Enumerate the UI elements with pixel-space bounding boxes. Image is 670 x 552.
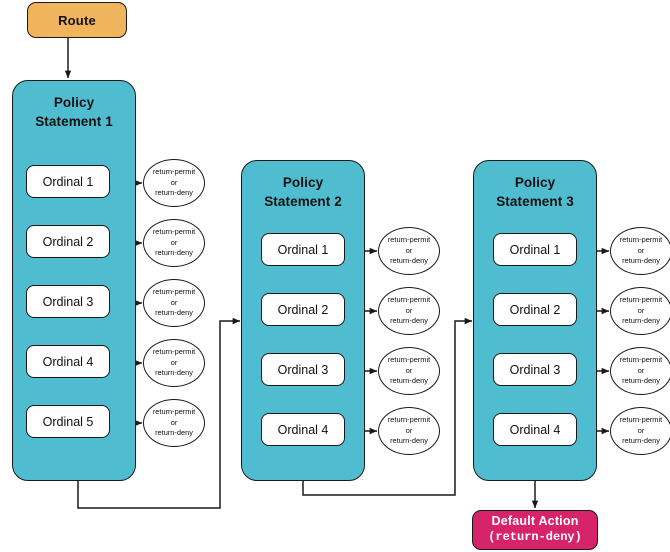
route-label: Route xyxy=(58,12,96,28)
statement-1-ordinal-5[interactable]: Ordinal 5 xyxy=(26,405,110,438)
statement-3-result-2[interactable]: return-permit or return-deny xyxy=(610,287,670,335)
statement-2-result-3-line3: return-deny xyxy=(390,376,428,386)
statement-2-result-1-line1: return-permit xyxy=(387,234,431,244)
statement-2-ordinal-3[interactable]: Ordinal 3 xyxy=(261,353,345,386)
statement-2-result-1-line2: or xyxy=(405,245,413,255)
statement-2-ordinal-2-label: Ordinal 2 xyxy=(277,302,329,317)
policy-statement-3-title-line2: Statement 3 xyxy=(496,193,574,209)
statement-3-ordinal-1-label: Ordinal 1 xyxy=(509,242,561,257)
statement-2-ordinal-2[interactable]: Ordinal 2 xyxy=(261,293,345,326)
statement-3-result-2-line1: return-permit xyxy=(619,294,663,304)
statement-3-result-4-line3: return-deny xyxy=(622,436,660,446)
statement-2-ordinal-4-label: Ordinal 4 xyxy=(277,422,329,437)
statement-2-ordinal-4[interactable]: Ordinal 4 xyxy=(261,413,345,446)
statement-3-result-3[interactable]: return-permit or return-deny xyxy=(610,347,670,395)
statement-1-ordinal-1[interactable]: Ordinal 1 xyxy=(26,165,110,198)
statement-1-ordinal-3[interactable]: Ordinal 3 xyxy=(26,285,110,318)
statement-1-result-5-line2: or xyxy=(170,417,178,427)
statement-3-ordinal-4-label: Ordinal 4 xyxy=(509,422,561,437)
statement-3-result-2-line2: or xyxy=(637,305,645,315)
statement-3-ordinal-2-label: Ordinal 2 xyxy=(509,302,561,317)
policy-statement-3-title-line1: Policy xyxy=(514,175,556,190)
statement-1-ordinal-5-label: Ordinal 5 xyxy=(42,414,94,429)
statement-1-result-3-line3: return-deny xyxy=(155,308,193,318)
statement-3-ordinal-1[interactable]: Ordinal 1 xyxy=(493,233,577,266)
policy-statement-2-title: Policy Statement 2 xyxy=(242,174,364,211)
statement-2-ordinal-1[interactable]: Ordinal 1 xyxy=(261,233,345,266)
statement-2-ordinal-3-label: Ordinal 3 xyxy=(277,362,329,377)
statement-3-result-4-line1: return-permit xyxy=(619,414,663,424)
statement-1-result-1-line3: return-deny xyxy=(155,188,193,198)
statement-3-result-3-line2: or xyxy=(637,365,645,375)
statement-2-result-3[interactable]: return-permit or return-deny xyxy=(378,347,440,395)
statement-2-result-2-line3: return-deny xyxy=(390,316,428,326)
default-action-value: (return-deny) xyxy=(488,530,582,545)
policy-statement-1-title-line2: Statement 1 xyxy=(35,113,113,129)
statement-1-ordinal-4[interactable]: Ordinal 4 xyxy=(26,345,110,378)
statement-3-result-1[interactable]: return-permit or return-deny xyxy=(610,227,670,275)
statement-1-result-3-line2: or xyxy=(170,297,178,307)
statement-1-result-1-line1: return-permit xyxy=(152,166,196,176)
policy-statement-3-title: Policy Statement 3 xyxy=(474,174,596,211)
default-action-title: Default Action xyxy=(491,514,579,529)
statement-1-result-4[interactable]: return-permit or return-deny xyxy=(143,339,205,387)
statement-1-result-1-line2: or xyxy=(170,177,178,187)
statement-1-result-2[interactable]: return-permit or return-deny xyxy=(143,219,205,267)
statement-3-result-4-line2: or xyxy=(637,425,645,435)
statement-1-result-4-line2: or xyxy=(170,357,178,367)
statement-3-ordinal-4[interactable]: Ordinal 4 xyxy=(493,413,577,446)
statement-2-result-2-line1: return-permit xyxy=(387,294,431,304)
statement-1-ordinal-4-label: Ordinal 4 xyxy=(42,354,94,369)
policy-statement-2-title-line1: Policy xyxy=(282,175,324,190)
statement-1-result-1[interactable]: return-permit or return-deny xyxy=(143,159,205,207)
statement-3-ordinal-3-label: Ordinal 3 xyxy=(509,362,561,377)
statement-1-ordinal-1-label: Ordinal 1 xyxy=(42,174,94,189)
statement-1-ordinal-2[interactable]: Ordinal 2 xyxy=(26,225,110,258)
statement-1-ordinal-3-label: Ordinal 3 xyxy=(42,294,94,309)
statement-1-result-4-line1: return-permit xyxy=(152,346,196,356)
statement-3-result-1-line1: return-permit xyxy=(619,234,663,244)
statement-2-result-3-line1: return-permit xyxy=(387,354,431,364)
statement-2-result-4-line3: return-deny xyxy=(390,436,428,446)
statement-1-result-5-line3: return-deny xyxy=(155,428,193,438)
statement-2-result-2[interactable]: return-permit or return-deny xyxy=(378,287,440,335)
statement-2-ordinal-1-label: Ordinal 1 xyxy=(277,242,329,257)
statement-2-result-2-line2: or xyxy=(405,305,413,315)
statement-1-ordinal-2-label: Ordinal 2 xyxy=(42,234,94,249)
statement-3-ordinal-2[interactable]: Ordinal 2 xyxy=(493,293,577,326)
policy-statement-2-title-line2: Statement 2 xyxy=(264,193,342,209)
statement-3-ordinal-3[interactable]: Ordinal 3 xyxy=(493,353,577,386)
statement-2-result-4[interactable]: return-permit or return-deny xyxy=(378,407,440,455)
statement-1-result-3-line1: return-permit xyxy=(152,286,196,296)
statement-1-result-4-line3: return-deny xyxy=(155,368,193,378)
statement-3-result-1-line3: return-deny xyxy=(622,256,660,266)
statement-3-result-3-line1: return-permit xyxy=(619,354,663,364)
statement-2-result-3-line2: or xyxy=(405,365,413,375)
statement-3-result-4[interactable]: return-permit or return-deny xyxy=(610,407,670,455)
statement-1-result-5-line1: return-permit xyxy=(152,406,196,416)
policy-statement-1-title-line1: Policy xyxy=(53,95,95,110)
statement-1-result-3[interactable]: return-permit or return-deny xyxy=(143,279,205,327)
default-action-node[interactable]: Default Action (return-deny) xyxy=(472,510,598,550)
statement-2-result-1-line3: return-deny xyxy=(390,256,428,266)
statement-3-result-3-line3: return-deny xyxy=(622,376,660,386)
statement-3-result-2-line3: return-deny xyxy=(622,316,660,326)
statement-3-result-1-line2: or xyxy=(637,245,645,255)
statement-2-result-4-line1: return-permit xyxy=(387,414,431,424)
policy-statement-1-title: Policy Statement 1 xyxy=(13,94,135,131)
statement-2-result-4-line2: or xyxy=(405,425,413,435)
statement-1-result-2-line2: or xyxy=(170,237,178,247)
statement-1-result-5[interactable]: return-permit or return-deny xyxy=(143,399,205,447)
statement-1-result-2-line3: return-deny xyxy=(155,248,193,258)
statement-1-result-2-line1: return-permit xyxy=(152,226,196,236)
route-node[interactable]: Route xyxy=(27,2,127,38)
statement-2-result-1[interactable]: return-permit or return-deny xyxy=(378,227,440,275)
